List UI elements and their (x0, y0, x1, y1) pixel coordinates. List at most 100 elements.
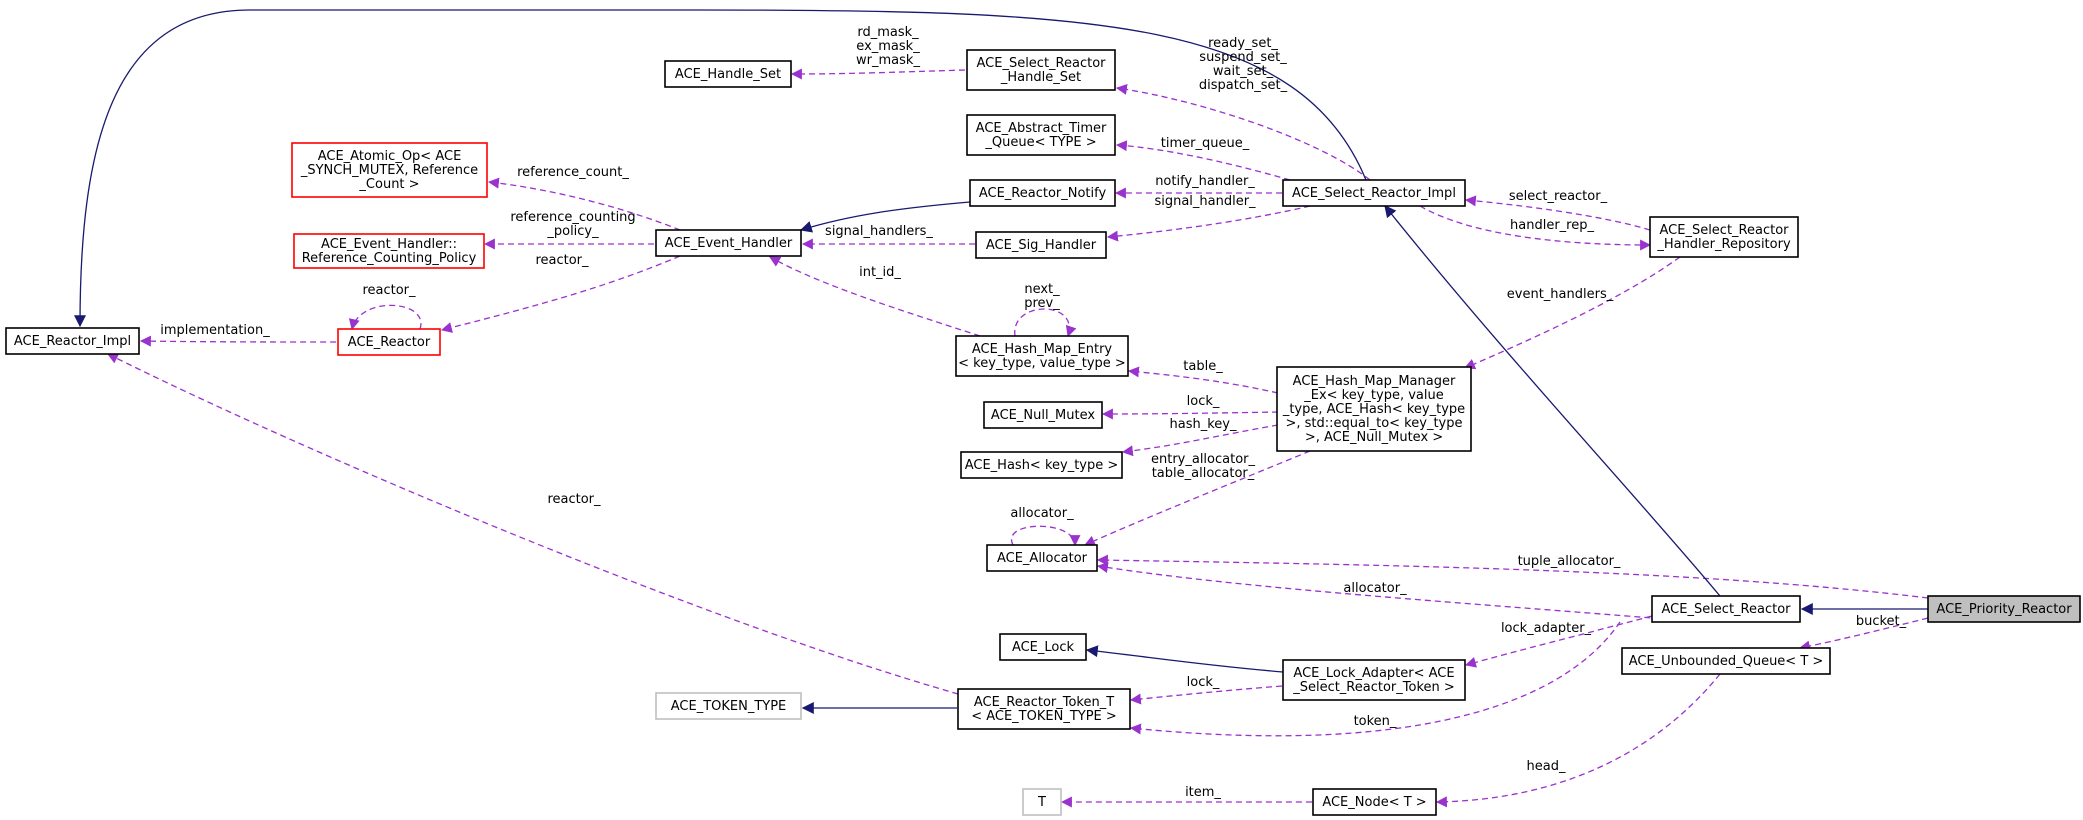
class-box (293, 233, 485, 269)
edge-label-e9: reference_counting_policy_ (510, 210, 635, 239)
nodes-layer: ACE_Handle_Set ACE_Select_Reactor_Handle_… (5, 49, 2081, 816)
class-node-reactor-impl[interactable]: ACE_Reactor_Impl (5, 327, 140, 355)
class-node-ref-counting-policy[interactable]: ACE_Event_Handler::Reference_Counting_Po… (293, 233, 485, 269)
class-node-select-reactor-impl[interactable]: ACE_Select_Reactor_Impl (1282, 179, 1466, 207)
class-name: ACE_Select_Reactor_Impl (1292, 186, 1456, 201)
usage-edge-e13 (139, 335, 337, 347)
class-name: ACE_Priority_Reactor (1936, 602, 2072, 617)
edge-label-e19: hash_key_ (1170, 417, 1237, 432)
class-node-hash-map-entry[interactable]: ACE_Hash_Map_Entry< key_type, value_type… (955, 335, 1129, 377)
class-node-atomic-op[interactable]: ACE_Atomic_Op< ACE_SYNCH_MUTEX, Referenc… (291, 142, 488, 198)
class-box (5, 327, 140, 355)
class-node-null-mutex[interactable]: ACE_Null_Mutex (983, 401, 1103, 429)
edge-label-e13: implementation_ (160, 323, 270, 338)
usage-edge-e12 (348, 304, 422, 331)
class-name: ACE_Node< T > (1322, 795, 1426, 810)
class-name: ACE_Sig_Handler (986, 238, 1097, 253)
class-name: ACE_Hash_Map_Manager_Ex< key_type, value… (1282, 374, 1465, 445)
class-node-allocator[interactable]: ACE_Allocator (986, 544, 1098, 572)
class-name: ACE_Reactor_Impl (14, 334, 131, 349)
edge-label-e25: lock_adapter_ (1501, 621, 1592, 636)
usage-edge-e14 (769, 256, 981, 337)
edge-label-e5: signal_handler_ (1154, 194, 1256, 209)
usage-edge-e23 (1096, 562, 1701, 623)
class-node-reactor-token[interactable]: ACE_Reactor_Token_T< ACE_TOKEN_TYPE > (957, 688, 1131, 730)
class-node-event-handler[interactable]: ACE_Event_Handler (655, 229, 802, 257)
class-node-handle-set[interactable]: ACE_Handle_Set (664, 60, 792, 88)
class-box (1651, 595, 1801, 623)
edge-label-e26: bucket_ (1856, 614, 1907, 629)
class-node-abstract-timer-queue[interactable]: ACE_Abstract_Timer_Queue< TYPE > (966, 114, 1116, 156)
class-box (655, 229, 802, 257)
class-node-hash[interactable]: ACE_Hash< key_type > (960, 451, 1123, 479)
usage-edge-e21 (1010, 525, 1081, 547)
class-box (655, 692, 802, 720)
class-box (955, 335, 1129, 377)
usage-edge-e6 (1464, 195, 1651, 231)
usage-edge-e11 (440, 255, 681, 333)
edge-label-e3: timer_queue_ (1161, 136, 1250, 151)
edge-label-e18: lock_ (1187, 394, 1220, 409)
class-name: ACE_TOKEN_TYPE (671, 699, 787, 714)
usage-edge-e5 (1106, 205, 1311, 242)
class-name: ACE_Atomic_Op< ACE_SYNCH_MUTEX, Referenc… (300, 149, 478, 192)
class-name: ACE_Unbounded_Queue< T > (1629, 654, 1824, 669)
usage-edge-e7 (1419, 205, 1652, 251)
class-node-hash-map-manager[interactable]: ACE_Hash_Map_Manager_Ex< key_type, value… (1276, 366, 1472, 452)
class-box (1927, 595, 2081, 623)
class-box (337, 328, 441, 356)
inheritance-edge-i3 (1384, 205, 1721, 597)
class-node-lock-adapter[interactable]: ACE_Lock_Adapter< ACE_Select_Reactor_Tok… (1282, 659, 1466, 701)
usage-edge-e24 (107, 353, 959, 695)
usage-edge-e27 (1129, 685, 1283, 705)
class-node-unbounded-queue[interactable]: ACE_Unbounded_Queue< T > (1621, 647, 1831, 675)
edge-label-e24: reactor_ (547, 492, 601, 507)
usage-edge-e15 (1014, 308, 1077, 338)
usage-edge-e16 (1463, 256, 1681, 370)
edge-label-e4: notify_handler_ (1155, 174, 1255, 189)
class-box (966, 114, 1116, 156)
class-box (966, 49, 1116, 91)
class-box (1312, 788, 1437, 816)
class-box (1621, 647, 1831, 675)
edge-label-e29: head_ (1527, 759, 1566, 774)
class-box (986, 544, 1098, 572)
usage-edge-e3 (1115, 140, 1291, 181)
edge-label-e10: signal_handlers_ (825, 224, 933, 239)
class-name: ACE_Reactor_Token_T< ACE_TOKEN_TYPE > (971, 695, 1117, 724)
edge-label-e7: handler_rep_ (1510, 218, 1594, 233)
class-node-sig-handler[interactable]: ACE_Sig_Handler (975, 231, 1107, 259)
class-name: ACE_Lock_Adapter< ACE_Select_Reactor_Tok… (1292, 666, 1455, 695)
class-name: ACE_Select_Reactor (1661, 602, 1791, 617)
edge-label-e20: entry_allocator_table_allocator_ (1151, 452, 1256, 481)
class-node-node[interactable]: ACE_Node< T > (1312, 788, 1437, 816)
edge-label-e1: rd_mask_ex_mask_wr_mask_ (856, 25, 920, 68)
class-node-token-type[interactable]: ACE_TOKEN_TYPE (655, 692, 802, 720)
class-name: ACE_Handle_Set (675, 67, 781, 82)
class-node-select-reactor-handle-set[interactable]: ACE_Select_Reactor_Handle_Set (966, 49, 1116, 91)
class-name: ACE_Select_Reactor_Handle_Set (976, 56, 1106, 85)
usage-edge-e17 (1127, 366, 1279, 394)
edge-label-e22: tuple_allocator_ (1518, 554, 1621, 569)
class-box (1276, 366, 1472, 452)
class-node-reactor[interactable]: ACE_Reactor (337, 328, 441, 356)
class-node-t[interactable]: T (1022, 788, 1062, 816)
edge-label-e11: reactor_ (535, 253, 589, 268)
usage-edge-e26 (1798, 617, 1929, 652)
edge-labels-layer: rd_mask_ex_mask_wr_mask_ready_set_suspen… (160, 25, 1906, 800)
inheritance-edge-i5 (1085, 645, 1284, 673)
class-node-reactor-notify[interactable]: ACE_Reactor_Notify (969, 179, 1116, 207)
class-node-handler-repository[interactable]: ACE_Select_Reactor_Handler_Repository (1649, 216, 1799, 258)
class-node-select-reactor[interactable]: ACE_Select_Reactor (1651, 595, 1801, 623)
class-box (957, 688, 1131, 730)
class-name: ACE_Reactor_Notify (979, 186, 1107, 201)
class-box (1282, 659, 1466, 701)
usage-edge-e18 (1101, 408, 1279, 420)
usage-edge-e1 (790, 68, 966, 80)
class-node-lock[interactable]: ACE_Lock (999, 633, 1087, 661)
edge-label-e21: allocator_ (1010, 506, 1074, 521)
usage-edge-e22 (1096, 554, 1929, 599)
class-name: ACE_Null_Mutex (991, 408, 1095, 423)
edge-label-e27: lock_ (1187, 675, 1220, 690)
